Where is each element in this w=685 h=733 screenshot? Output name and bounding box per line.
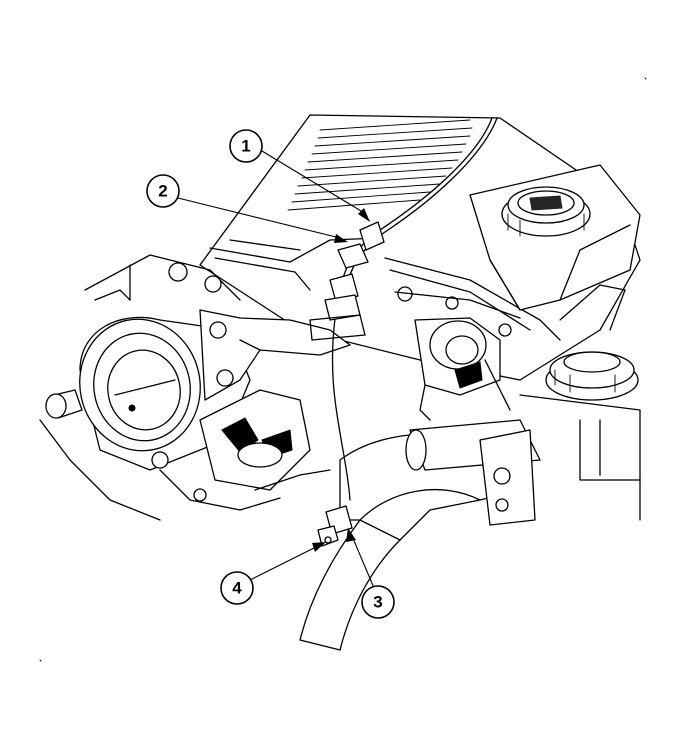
reservoir [469, 164, 641, 311]
callout-1-label: 1 [241, 137, 250, 156]
throttle-body [45, 309, 351, 511]
callout-3: 3 [346, 528, 395, 619]
body-panel [519, 394, 641, 521]
cable-bracket [337, 243, 369, 269]
cable-end-tip [317, 525, 339, 547]
sensor-connector [414, 317, 511, 421]
callout-4-label: 4 [232, 579, 242, 598]
callout-2-label: 2 [158, 182, 167, 201]
intake-manifold [199, 114, 641, 381]
stray-mark-2 [39, 659, 42, 662]
callout-4: 4 [220, 542, 326, 605]
callout-1: 1 [229, 129, 370, 222]
throttle-cable [309, 117, 498, 547]
cable-ferrule [359, 221, 385, 251]
manifold-fins [287, 119, 473, 211]
hoses [299, 419, 541, 651]
callout-2: 2 [146, 174, 348, 243]
stray-mark [644, 77, 647, 80]
fluid-cap [545, 284, 639, 401]
engine-block-left [39, 254, 241, 521]
callout-3-label: 3 [373, 593, 382, 612]
